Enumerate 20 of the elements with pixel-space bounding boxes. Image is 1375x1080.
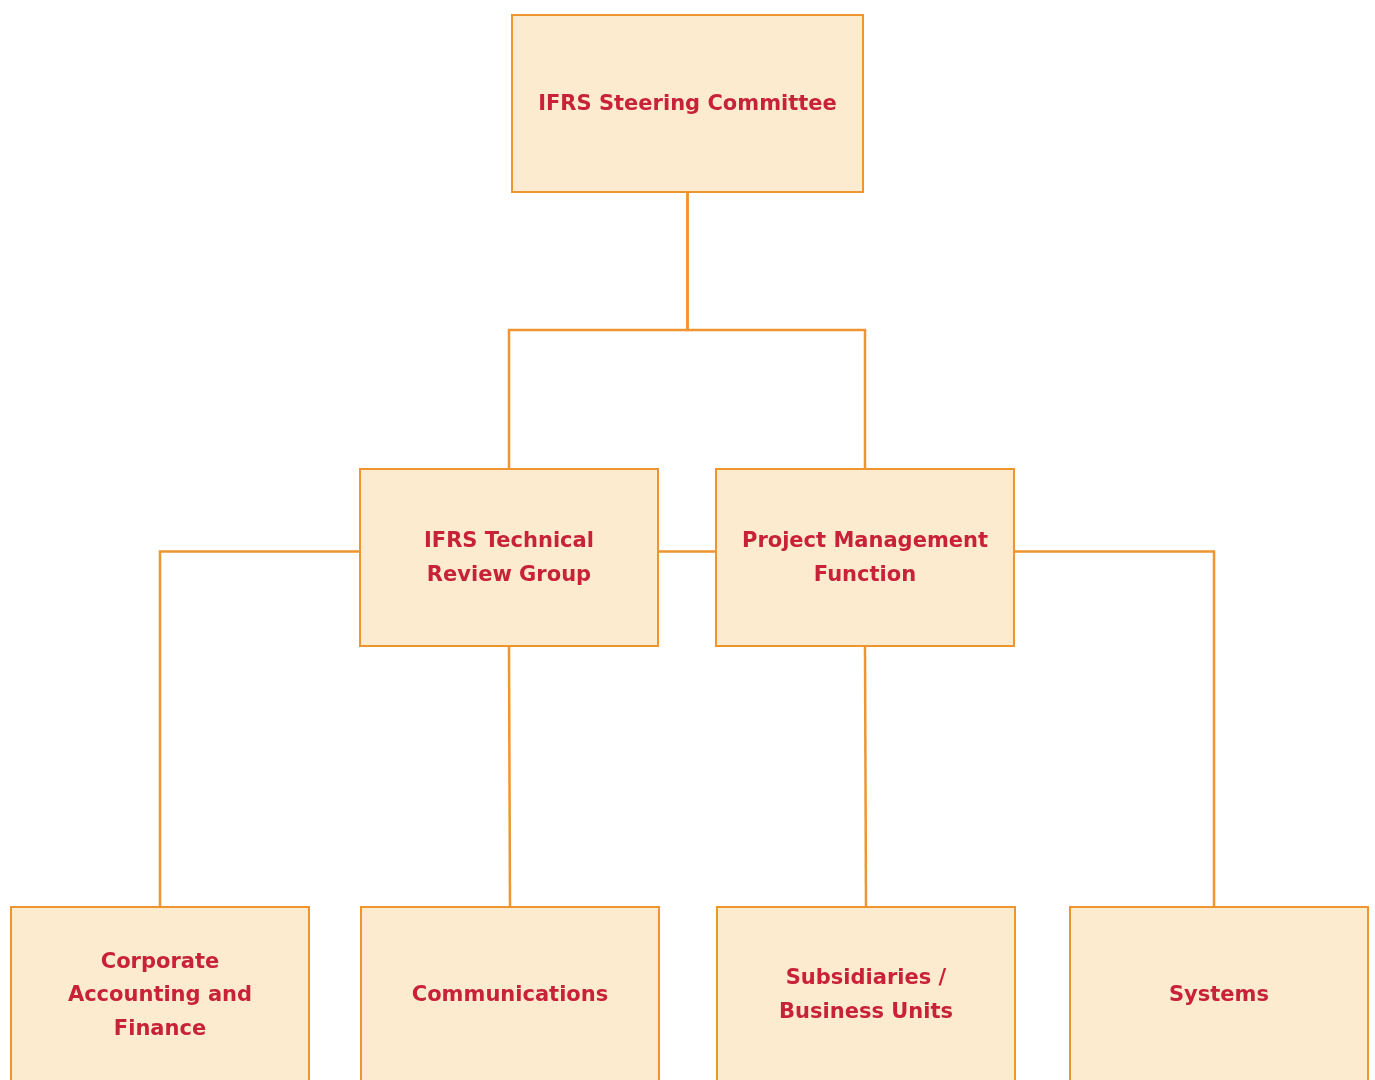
connector-line	[158, 550, 359, 906]
org-box	[360, 906, 660, 1080]
box-label: Corporate Accounting and Finance	[66, 947, 254, 1042]
connector-line	[686, 193, 867, 468]
org-box	[715, 468, 1015, 647]
box-label: IFRS Steering Committee	[538, 89, 837, 117]
org-box	[716, 906, 1016, 1080]
org-box	[511, 14, 864, 193]
box-label: Communications	[411, 981, 609, 1009]
connector-line	[1015, 550, 1216, 906]
connector-line	[863, 647, 868, 906]
box-label: Project Management Function	[741, 526, 989, 588]
org-box	[10, 906, 310, 1080]
org-box	[359, 468, 659, 647]
box-label: Subsidiaries / Business Units	[778, 964, 954, 1025]
connector-line	[659, 550, 715, 553]
box-label: Systems	[1169, 981, 1269, 1009]
connector-line	[507, 647, 512, 906]
org-box	[1069, 906, 1369, 1080]
box-label: IFRS Technical Review Group	[423, 526, 595, 588]
